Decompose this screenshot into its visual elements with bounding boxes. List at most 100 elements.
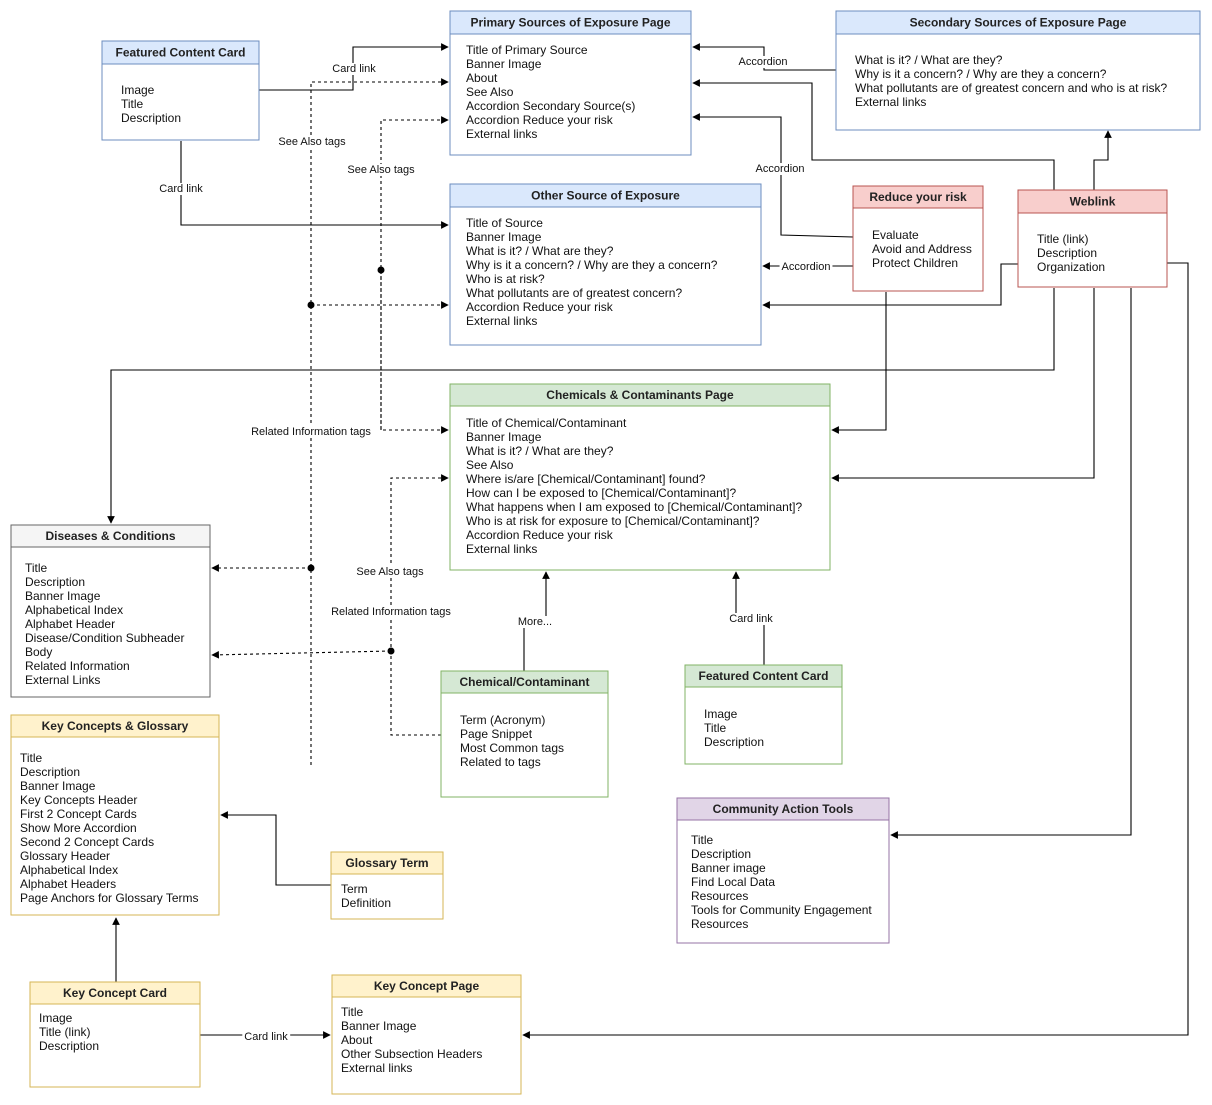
edge-e-related-1: [380, 270, 449, 434]
edge-label-text: Related Information tags: [331, 606, 451, 618]
edge-e-weblink-diseases: [107, 288, 1055, 524]
node-title: Key Concepts & Glossary: [42, 719, 189, 733]
node-item: Accordion Reduce your risk: [466, 300, 614, 314]
node-item: About: [466, 71, 498, 85]
node-item: Alphabetical Index: [25, 603, 123, 617]
edge-label-bg: [157, 183, 206, 195]
node-item: See Also: [466, 458, 514, 472]
edge-e-related-2: [211, 650, 392, 659]
node-item: Page Anchors for Glossary Terms: [20, 891, 199, 905]
node-featured1: Featured Content CardImageTitleDescripti…: [101, 40, 260, 141]
node-community: Community Action ToolsTitleDescriptionBa…: [676, 797, 890, 944]
node-header: [29, 981, 201, 1005]
edge-label-bg: [354, 566, 427, 578]
edge-label-text: See Also tags: [356, 566, 424, 578]
edge-label-text: Accordion: [739, 56, 788, 68]
node-header: [10, 714, 220, 738]
node-item: Title: [704, 721, 727, 735]
edge-label-e-related-1: Related Information tags: [249, 426, 374, 438]
node-item: Description: [691, 847, 751, 861]
node-item: Banner Image: [466, 230, 542, 244]
node-item: Title: [20, 751, 43, 765]
node-item: Avoid and Address: [872, 242, 972, 256]
node-item: See Also: [466, 85, 514, 99]
node-item: Banner Image: [466, 57, 542, 71]
edge-label-text: Accordion: [756, 163, 805, 175]
edge-label-e-accordion-4: Accordion: [779, 261, 833, 273]
node-title: Chemicals & Contaminants Page: [546, 388, 734, 402]
node-item: External Links: [25, 673, 100, 687]
edge-e-weblink-community: [890, 288, 1132, 839]
node-item: External links: [466, 314, 537, 328]
edge-e-weblink-keypage: [522, 262, 1189, 1039]
edge-e-see-also-3: [390, 474, 449, 736]
edge-label-bg: [276, 136, 349, 148]
edge-e-card-link-2: [180, 141, 449, 229]
node-item: Other Subsection Headers: [341, 1047, 482, 1061]
edge-label-bg: [330, 63, 379, 75]
edge-label-text: Card link: [729, 613, 773, 625]
edge-label-e-more: More...: [515, 616, 555, 628]
node-item: Banner image: [691, 861, 766, 875]
node-item: Page Snippet: [460, 727, 533, 741]
node-item: What pollutants are of greatest concern …: [855, 81, 1167, 95]
node-item: Term: [341, 882, 368, 896]
node-header: [449, 10, 692, 35]
node-item: Organization: [1037, 260, 1105, 274]
node-item: Banner Image: [25, 589, 101, 603]
node-item: Title of Chemical/Contaminant: [466, 416, 627, 430]
edge-label-bg: [753, 163, 807, 175]
node-box: [449, 383, 831, 571]
node-item: Alphabetical Index: [20, 863, 118, 877]
node-item: Title (link): [1037, 232, 1089, 246]
edge-label-e-see-also-2: See Also tags: [345, 164, 418, 176]
node-item: Accordion Secondary Source(s): [466, 99, 635, 113]
edge-label-text: More...: [518, 616, 552, 628]
edge-junction-dot: [377, 266, 385, 274]
edge-e-see-also-1: [310, 78, 449, 765]
node-title: Featured Content Card: [115, 46, 245, 60]
node-item: Why is it a concern? / Why are they a co…: [466, 258, 718, 272]
node-header: [1017, 189, 1168, 214]
node-item: Description: [1037, 246, 1097, 260]
node-item: What is it? / What are they?: [466, 244, 614, 258]
node-header: [330, 851, 444, 875]
node-title: Diseases & Conditions: [45, 529, 175, 543]
node-item: Title: [341, 1005, 364, 1019]
node-item: Related to tags: [460, 755, 541, 769]
node-title: Chemical/Contaminant: [459, 675, 589, 689]
node-item: Title of Primary Source: [466, 43, 588, 57]
node-item: Banner Image: [20, 779, 96, 793]
edge-label-bg: [779, 261, 833, 273]
node-item: Who is at risk for exposure to [Chemical…: [466, 514, 760, 528]
node-header: [449, 383, 831, 407]
edge-label-bg: [329, 606, 454, 618]
edge-label-text: Card link: [159, 183, 203, 195]
node-item: Glossary Header: [20, 849, 110, 863]
node-item: How can I be exposed to [Chemical/Contam…: [466, 486, 736, 500]
edge-label-text: See Also tags: [278, 136, 346, 148]
node-item: Description: [704, 735, 764, 749]
node-header: [684, 664, 843, 688]
node-item: Title: [691, 833, 714, 847]
edge-label-bg: [727, 613, 776, 625]
node-item: What is it? / What are they?: [855, 53, 1003, 67]
node-item: Resources: [691, 889, 748, 903]
node-title: Reduce your risk: [869, 190, 967, 204]
node-item: External links: [341, 1061, 412, 1075]
edge-label-bg: [515, 616, 555, 628]
node-item: What is it? / What are they?: [466, 444, 614, 458]
node-item: Protect Children: [872, 256, 958, 270]
edge-e-accordion-3: [692, 113, 854, 238]
node-item: External links: [855, 95, 926, 109]
node-item: Second 2 Concept Cards: [20, 835, 154, 849]
edges-layer: [107, 43, 1189, 1039]
edge-label-e-accordion-1: Accordion: [736, 56, 790, 68]
